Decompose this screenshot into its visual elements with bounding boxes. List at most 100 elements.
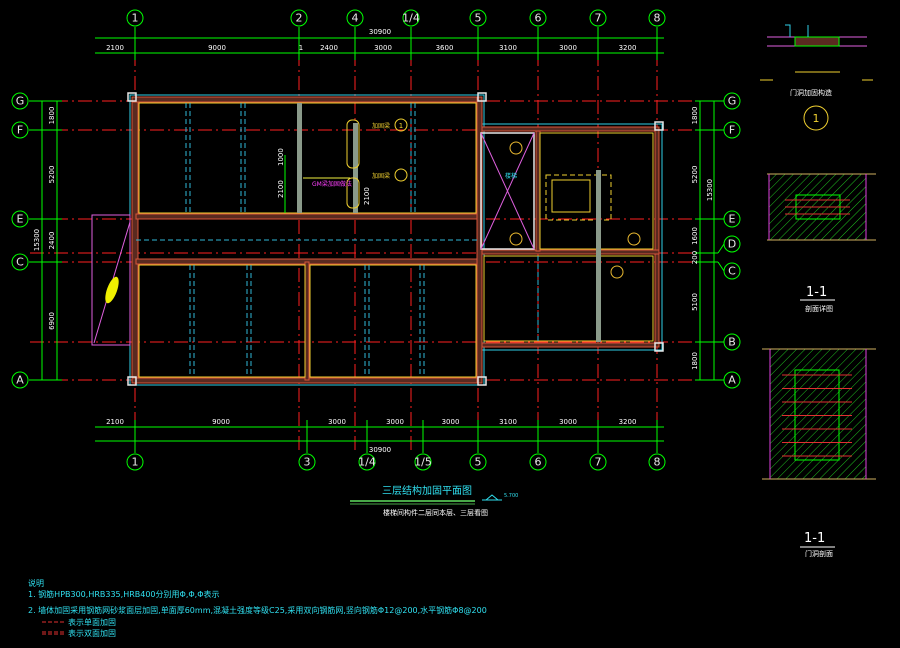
dimension-text: 1800 xyxy=(691,107,699,125)
axis-label: B xyxy=(728,336,736,349)
dimension-text: 2100 xyxy=(106,44,124,52)
dimension-text: 1600 xyxy=(691,227,699,245)
section-label: 1-1 xyxy=(804,531,825,546)
dimension-text: 3000 xyxy=(374,44,392,52)
dimension-text: 1800 xyxy=(48,107,56,125)
axis-label: 5 xyxy=(475,12,482,25)
axis-label: 1/4 xyxy=(358,456,376,469)
axis-bubble xyxy=(11,210,29,228)
dimension-text: 3200 xyxy=(619,418,637,426)
axis-bubble xyxy=(11,121,29,139)
axis-bubble xyxy=(723,121,741,139)
axis-label: 7 xyxy=(595,456,602,469)
axis-bubble xyxy=(648,9,666,27)
axis-label: E xyxy=(729,213,736,226)
axis-bubble xyxy=(126,9,144,27)
dimension-text: 3000 xyxy=(559,44,577,52)
axis-label: 6 xyxy=(535,12,542,25)
detail-marker-icon xyxy=(394,168,408,182)
dim-text: 1000 xyxy=(277,148,285,166)
dim-text: 2100 xyxy=(277,180,285,198)
legend-label: 表示单面加固 xyxy=(68,617,116,627)
room-outline xyxy=(309,264,477,378)
room-outline xyxy=(483,255,654,342)
note-item: 2. 墙体加固采用钢筋网砂浆面层加固,单面厚60mm,混凝土强度等级C25,采用… xyxy=(28,605,487,615)
axis-bubble xyxy=(11,371,29,389)
axis-bubble xyxy=(126,453,144,471)
stair-markers xyxy=(509,141,641,279)
right-block-outline xyxy=(479,123,663,351)
corner-columns xyxy=(127,92,664,386)
balcony-text-mark xyxy=(105,276,119,304)
axis-bubble xyxy=(11,253,29,271)
tag-label: 加固梁 xyxy=(372,122,390,130)
axis-label: 1/5 xyxy=(414,456,432,469)
axis-bubble xyxy=(589,9,607,27)
dimension-text: 2400 xyxy=(48,232,56,250)
detail-marker-label: 1 xyxy=(399,122,403,130)
tag-label: 加固梁 xyxy=(372,172,390,180)
dimension-text: 3200 xyxy=(619,44,637,52)
drawing-title-block: 三层结构加固平面图 楼梯间构件二层同本层、三层看图 5.700 xyxy=(350,484,518,517)
wall-detail: 门洞加固构造 1 xyxy=(760,24,873,131)
dimension-text: 3100 xyxy=(499,418,517,426)
notes-heading: 说明 xyxy=(28,578,44,588)
reinforced-column xyxy=(596,170,601,342)
axis-bubble xyxy=(469,453,487,471)
axis-label: 7 xyxy=(595,12,602,25)
axis-label: G xyxy=(728,95,737,108)
axis-label: 1/4 xyxy=(402,12,420,25)
axis-bubble xyxy=(402,9,420,27)
axis-bubble xyxy=(723,371,741,389)
stair-label: 楼梯 xyxy=(505,172,517,180)
axis-bubble xyxy=(648,453,666,471)
section-detail-1: 1-1 剖面详图 xyxy=(767,173,876,313)
reinforcement-zone xyxy=(346,177,360,209)
beam-note: GM梁加固做法 xyxy=(312,180,352,188)
axis-label: 1 xyxy=(132,12,139,25)
balcony-outline xyxy=(91,214,131,346)
section-caption: 门洞剖面 xyxy=(805,549,833,558)
axis-label: A xyxy=(728,374,736,387)
slab-lines xyxy=(136,103,539,377)
axis-label: 8 xyxy=(654,12,661,25)
axis-bubble xyxy=(723,333,741,351)
axis-label: 1 xyxy=(132,456,139,469)
drawing-title: 三层结构加固平面图 xyxy=(382,484,472,497)
axis-label: G xyxy=(16,95,25,108)
dimension-text: 3100 xyxy=(499,44,517,52)
dimension-text: 3000 xyxy=(328,418,346,426)
wall xyxy=(135,213,479,220)
axis-bubble xyxy=(290,9,308,27)
floor-plan: 加固梁 1 加固梁 GM梁加固做法 1000 2100 2100 楼梯 xyxy=(91,92,664,386)
opening-outline xyxy=(545,174,612,221)
section-detail-2: 1-1 门洞剖面 xyxy=(762,348,876,558)
dim-text: 2100 xyxy=(363,187,371,205)
axis-label: 5 xyxy=(475,456,482,469)
opening xyxy=(551,179,591,213)
section-label: 1-1 xyxy=(806,285,827,300)
room-outline xyxy=(138,264,306,378)
axis-label: E xyxy=(17,213,24,226)
dimension-text: 9000 xyxy=(208,44,226,52)
elevation-mark: 5.700 xyxy=(504,493,518,499)
void-cross xyxy=(480,132,535,250)
axis-bubble xyxy=(529,453,547,471)
axis-label: 2 xyxy=(296,12,303,25)
dimension-text: 6900 xyxy=(48,312,56,330)
reinforcement-zone xyxy=(346,119,360,169)
axis-bubble xyxy=(11,92,29,110)
wall xyxy=(481,126,660,132)
dimension-text: 5200 xyxy=(48,166,56,184)
axis-bubble xyxy=(723,210,741,228)
dimension-text: 2100 xyxy=(106,418,124,426)
axis-bubble xyxy=(723,262,741,280)
axis-bubble xyxy=(469,9,487,27)
detail-title: 门洞加固构造 xyxy=(790,88,832,97)
axis-bubble xyxy=(723,235,741,253)
stair-void xyxy=(480,132,535,250)
dimension-text: 9000 xyxy=(212,418,230,426)
axis-bubble xyxy=(358,453,376,471)
dimension-text: 30900 xyxy=(369,28,391,36)
